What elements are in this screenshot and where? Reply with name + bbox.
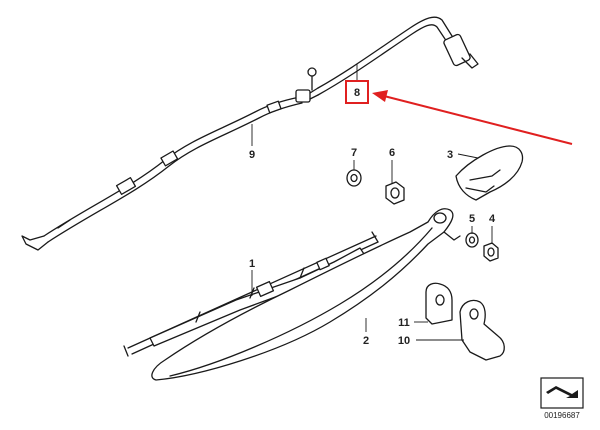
bracket-11 <box>425 282 453 325</box>
washer-hose <box>21 16 479 251</box>
callout-9: 9 <box>249 149 255 161</box>
highlight-arrow-head <box>372 90 388 102</box>
leader-lines <box>251 64 493 341</box>
callout-3: 3 <box>447 149 453 161</box>
callout-8: 8 <box>354 87 360 99</box>
reference-number: 00196687 <box>544 411 580 420</box>
callout-7: 7 <box>351 147 357 159</box>
washer-5 <box>465 232 479 248</box>
nut-4 <box>483 242 499 262</box>
wiper-arm <box>151 208 461 381</box>
highlight-box <box>345 80 369 104</box>
cover-cap <box>455 145 524 201</box>
callout-labels: 1 2 3 4 5 6 7 8 9 10 11 <box>249 87 496 347</box>
callout-10: 10 <box>398 335 410 347</box>
highlight-arrow <box>383 95 573 145</box>
callout-4: 4 <box>489 213 496 225</box>
callout-6: 6 <box>389 147 395 159</box>
callout-1: 1 <box>249 258 255 270</box>
reference-stamp: 00196687 <box>540 377 584 420</box>
callout-2: 2 <box>363 335 369 347</box>
washer-7 <box>346 169 362 187</box>
nut-6 <box>385 181 405 205</box>
reference-icon <box>546 386 578 398</box>
highlight-part-8 <box>345 80 573 145</box>
bracket-10 <box>459 299 505 361</box>
callout-5: 5 <box>469 213 475 225</box>
callout-11: 11 <box>398 317 410 329</box>
